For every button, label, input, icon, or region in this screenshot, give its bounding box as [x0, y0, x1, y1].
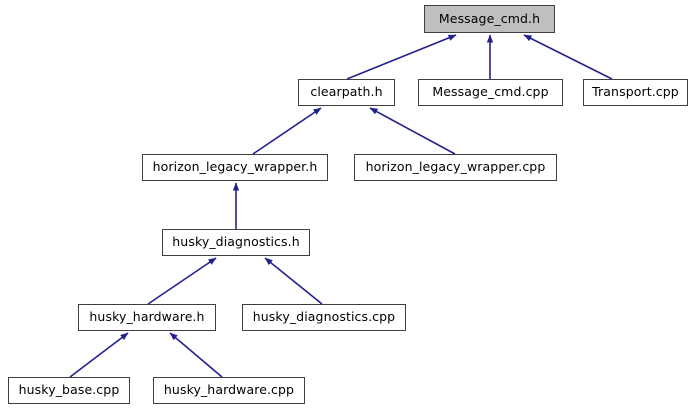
graph-node-clearpath_h[interactable]: clearpath.h [298, 79, 395, 106]
graph-node-transport_cpp[interactable]: Transport.cpp [583, 79, 688, 106]
graph-node-label: Transport.cpp [592, 84, 679, 100]
graph-edge-husky_diagnostics_cpp-to-husky_diagnostics_h [264, 257, 323, 305]
graph-node-horizon_legacy_wrapper_cpp[interactable]: horizon_legacy_wrapper.cpp [354, 154, 557, 181]
graph-edge-clearpath_h-to-message_cmd_h [346, 34, 457, 80]
graph-edge-horizon_legacy_wrapper_h-to-clearpath_h [252, 107, 322, 155]
graph-node-label: Message_cmd.cpp [432, 84, 549, 100]
graph-edge-horizon_legacy_wrapper_cpp-to-clearpath_h [369, 107, 456, 155]
graph-node-label: clearpath.h [310, 84, 383, 100]
graph-node-label: horizon_legacy_wrapper.h [152, 159, 318, 175]
graph-edge-transport_cpp-to-message_cmd_h [523, 34, 613, 80]
graph-node-message_cmd_cpp[interactable]: Message_cmd.cpp [418, 79, 563, 106]
graph-node-label: horizon_legacy_wrapper.cpp [365, 159, 546, 175]
graph-node-husky_hardware_h[interactable]: husky_hardware.h [78, 304, 216, 331]
graph-node-label: husky_base.cpp [18, 382, 120, 398]
graph-edge-husky_hardware_h-to-husky_diagnostics_h [147, 257, 217, 305]
graph-node-message_cmd_h[interactable]: Message_cmd.h [424, 5, 555, 33]
graph-node-husky_diagnostics_h[interactable]: husky_diagnostics.h [162, 229, 310, 256]
graph-node-label: Message_cmd.h [438, 10, 541, 26]
graph-node-husky_base_cpp[interactable]: husky_base.cpp [8, 377, 130, 404]
graph-edge-husky_base_cpp-to-husky_hardware_h [69, 332, 129, 378]
graph-node-label: husky_hardware.cpp [163, 382, 295, 398]
graph-edge-husky_hardware_cpp-to-husky_hardware_h [169, 332, 223, 378]
graph-node-label: husky_hardware.h [89, 309, 205, 325]
graph-node-husky_diagnostics_cpp[interactable]: husky_diagnostics.cpp [242, 304, 406, 331]
graph-node-horizon_legacy_wrapper_h[interactable]: horizon_legacy_wrapper.h [142, 154, 328, 181]
graph-node-label: husky_diagnostics.h [172, 234, 300, 250]
graph-node-label: husky_diagnostics.cpp [252, 309, 396, 325]
graph-node-husky_hardware_cpp[interactable]: husky_hardware.cpp [153, 377, 305, 404]
